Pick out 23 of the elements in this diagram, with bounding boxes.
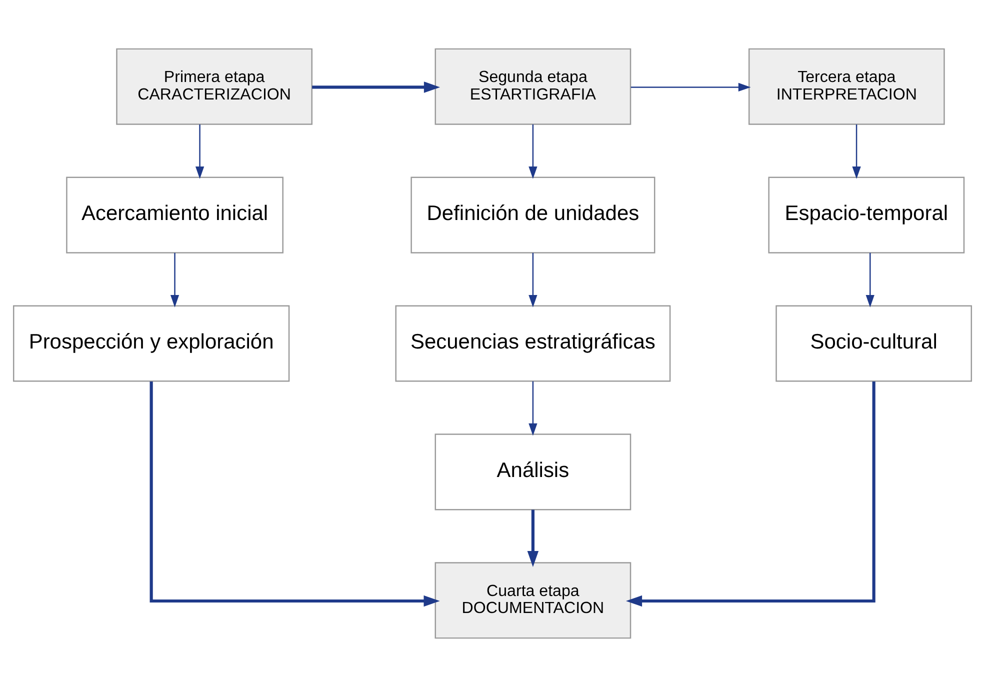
arrow [150,382,440,607]
arrow [527,510,539,568]
node-box: Espacio-temporal [768,176,965,254]
node-box: Cuarta etapa DOCUMENTACION [434,562,632,639]
node-box: Socio-cultural [776,305,972,382]
node-box: Análisis [434,434,632,510]
node-box: Acercamiento inicial [66,176,284,254]
arrow [626,382,876,607]
node-box: Prospección y exploración [13,305,290,382]
arrow [528,124,538,179]
arrow [852,124,861,179]
arrow [528,381,538,436]
node-box: Primera etapa CARACTERIZACION [116,48,312,125]
node-box: Segunda etapa ESTARTIGRAFIA [434,48,632,125]
node-box: Secuencias estratigráficas [395,305,671,382]
node-box: Tercera etapa INTERPRETACION [748,48,945,125]
node-box: Definición de unidades [410,176,656,254]
arrow [630,82,751,92]
arrow [312,82,440,93]
arrow [195,124,204,179]
arrow [866,252,874,308]
arrow [170,252,180,308]
arrow [528,252,538,308]
